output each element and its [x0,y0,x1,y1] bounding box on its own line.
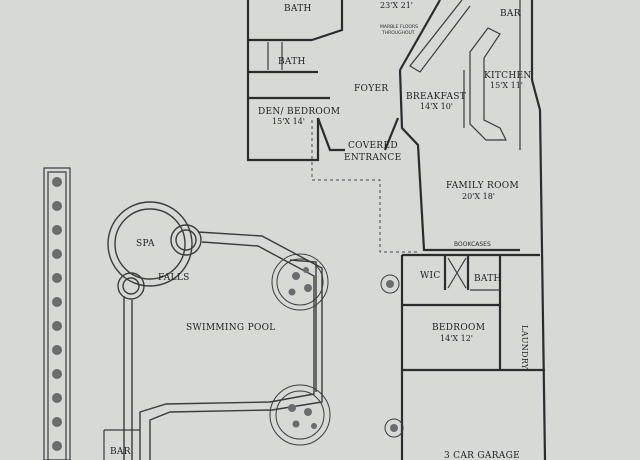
pool-diagram [107,201,331,460]
family-room-label: FAMILY ROOM [446,181,519,191]
falls-label: FALLS [158,273,190,283]
bedroom-label: BEDROOM [432,323,485,333]
marble-note-2: THROUGHOUT [381,30,415,36]
pool-tree-top [271,253,329,311]
marble-note-1: MARBLE FLOORS [380,24,418,30]
bar-bottom-label: BAR [110,447,131,457]
garage-label: 3 CAR GARAGE [444,451,520,460]
house-walls [246,0,547,460]
den-label: DEN/ BEDROOM [258,107,340,117]
spa-label: SPA [136,239,155,249]
swimming-pool-label: SWIMMING POOL [186,323,276,333]
covered-label-2: ENTRANCE [344,153,401,163]
wic-label: WIC [420,271,441,281]
bookcases-label: BOOKCASES [454,241,491,248]
bath-top-label: BATH [284,4,312,14]
spa-ring [107,201,193,287]
master-dim-label: 23'X 21' [380,1,413,10]
kitchen-label: KITCHEN [484,71,532,81]
shrub-bottom [384,418,404,438]
shrub-left [380,274,400,294]
foyer-label: FOYER [354,84,388,94]
breakfast-label: BREAKFAST [406,92,466,102]
bar-top-label: BAR [500,9,521,19]
breakfast-dim-label: 14'X 10' [420,102,453,111]
family-room-dim-label: 20'X 18' [462,192,495,201]
laundry-label: LAUNDRY [520,325,529,370]
covered-label-1: COVERED [348,141,398,151]
kitchen-dim-label: 15'X 11' [490,81,523,90]
den-dim-label: 15'X 14' [272,117,305,126]
bath-lower-label: BATH [474,274,502,284]
bedroom-dim-label: 14'X 12' [440,334,473,343]
bath-small-label: BATH [278,57,306,67]
room-labels: BATH 23'X 21' MARBLE FLOORS THROUGHOUT B… [110,1,532,460]
pool-tree-bottom [269,384,331,446]
planter-column [43,167,71,460]
